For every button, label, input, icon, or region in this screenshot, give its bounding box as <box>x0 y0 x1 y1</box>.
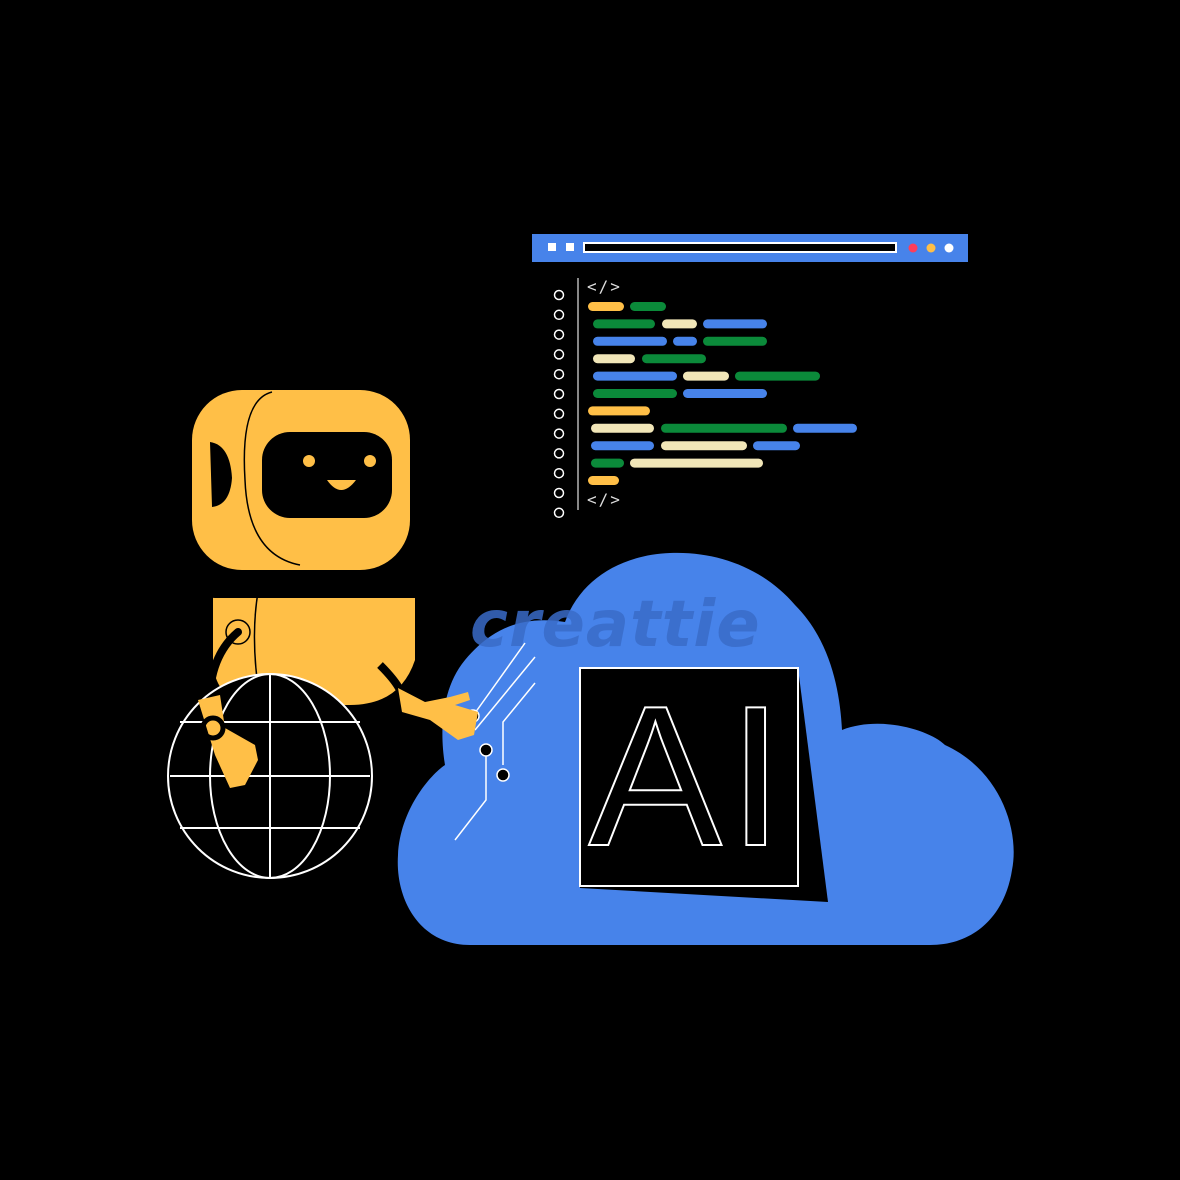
robot-eye-icon <box>364 455 376 467</box>
robot-eye-icon <box>303 455 315 467</box>
code-open-tag: </> <box>587 277 622 296</box>
breakpoint-icon <box>553 349 565 360</box>
code-token <box>630 302 666 311</box>
globe-icon <box>167 673 373 879</box>
code-token <box>593 354 635 364</box>
close-dot-icon <box>908 243 918 253</box>
circuit-lines <box>454 642 536 841</box>
code-token <box>735 371 820 381</box>
code-window <box>532 234 968 526</box>
code-token <box>703 319 767 329</box>
circuit-node-icon <box>496 768 510 782</box>
code-token <box>591 423 654 433</box>
robot <box>192 390 425 724</box>
code-token <box>588 476 619 485</box>
code-token <box>642 354 706 364</box>
window-control-icon <box>548 243 556 251</box>
minimize-dot-icon <box>926 243 936 253</box>
robot-smile-icon <box>327 480 356 490</box>
ai-box <box>579 667 799 887</box>
code-token <box>703 336 767 346</box>
breakpoint-icon <box>553 428 565 439</box>
ai-label: AI <box>588 664 790 889</box>
address-bar <box>583 242 897 253</box>
code-token <box>630 458 763 468</box>
robot-face-screen <box>262 432 392 518</box>
code-token <box>753 441 800 451</box>
code-token <box>591 441 654 451</box>
code-token <box>662 319 697 329</box>
code-lines <box>588 302 857 485</box>
watermark: creattie <box>470 588 761 662</box>
breakpoint-icon <box>553 289 565 301</box>
code-token <box>793 423 857 433</box>
line-number-gutter <box>553 289 565 519</box>
code-token <box>588 406 650 416</box>
circuit-node-icon <box>479 743 493 757</box>
code-close-tag: </> <box>587 490 622 509</box>
robot-neck <box>205 578 425 598</box>
breakpoint-icon <box>553 408 565 420</box>
breakpoint-icon <box>553 507 565 519</box>
code-token <box>593 319 655 329</box>
code-token <box>593 371 677 381</box>
breakpoint-icon <box>553 368 565 380</box>
robot-ear-icon <box>210 442 232 507</box>
code-token <box>661 441 747 451</box>
breakpoint-icon <box>553 388 565 400</box>
breakpoint-icon <box>553 448 565 459</box>
maximize-dot-icon <box>944 243 954 253</box>
robot-right-hand <box>398 688 478 740</box>
code-token <box>588 302 624 311</box>
window-control-icon <box>566 243 574 251</box>
breakpoint-icon <box>553 487 565 499</box>
code-token <box>661 423 787 433</box>
breakpoint-icon <box>553 309 565 321</box>
code-token <box>593 389 677 398</box>
breakpoint-icon <box>553 467 565 479</box>
code-token <box>683 389 767 398</box>
breakpoint-icon <box>553 329 565 340</box>
code-token <box>591 458 624 468</box>
code-token <box>683 371 729 381</box>
code-token <box>673 336 697 346</box>
code-token <box>593 336 667 346</box>
